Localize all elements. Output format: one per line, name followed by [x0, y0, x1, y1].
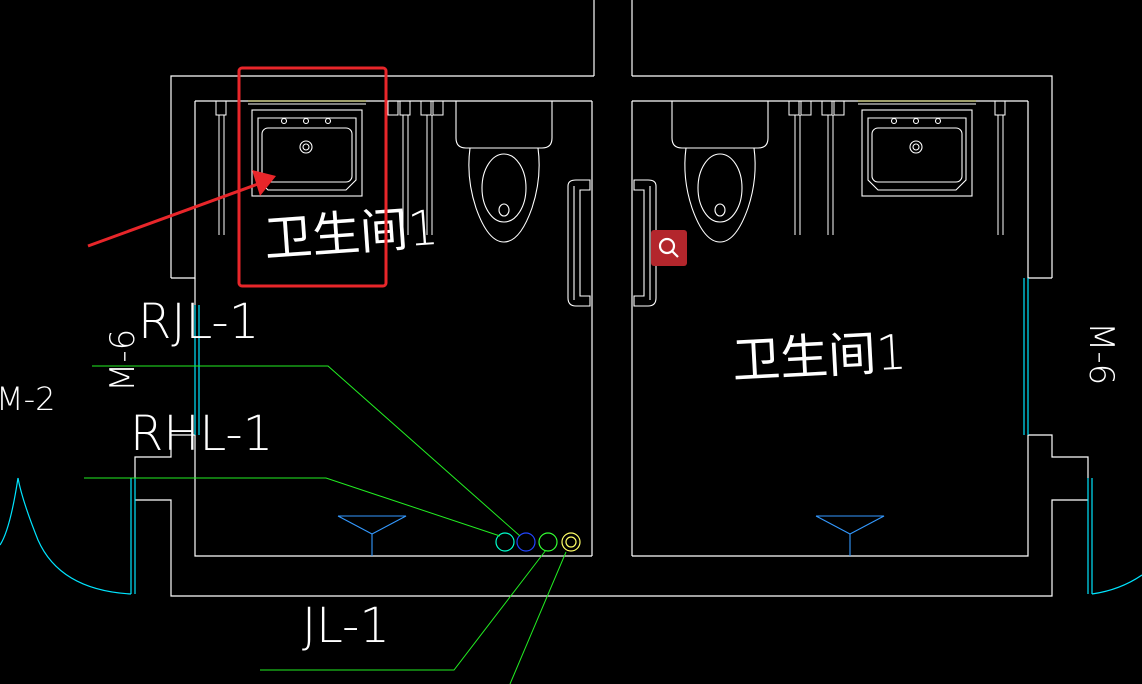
walls [134, 0, 1089, 597]
washbasin-left [248, 100, 366, 197]
pipe-label-jl: JL-1 [302, 598, 390, 654]
zoom-button[interactable] [651, 230, 687, 266]
red-arrow-icon [87, 170, 276, 248]
toilet-right [671, 101, 769, 243]
highlight-box [237, 66, 388, 288]
toilet-left [455, 101, 553, 243]
door-right [1023, 278, 1142, 595]
grab-bars-right [788, 100, 1006, 235]
pipe-label-rhl: RHL-1 [130, 406, 273, 462]
floor-drain-right [815, 515, 885, 556]
grab-bars-left [215, 100, 444, 235]
pipe-leaders [84, 365, 567, 684]
handrail-center [567, 179, 657, 307]
door-left [0, 305, 200, 595]
washbasin-right [858, 100, 976, 197]
door-label-m6-left: M-6 [103, 329, 143, 392]
riser-pipes [495, 532, 581, 552]
floor-drain-left [337, 515, 407, 556]
door-label-m6-right: M-6 [1081, 322, 1121, 385]
highlight-annotation [87, 66, 388, 288]
magnifier-icon [658, 237, 679, 258]
door-label-m2: M-2 [0, 380, 56, 418]
pipe-label-rjl: RJL-1 [138, 294, 259, 350]
room-label-left: 卫生间1 [262, 200, 440, 268]
room-label-right: 卫生间1 [731, 324, 908, 389]
